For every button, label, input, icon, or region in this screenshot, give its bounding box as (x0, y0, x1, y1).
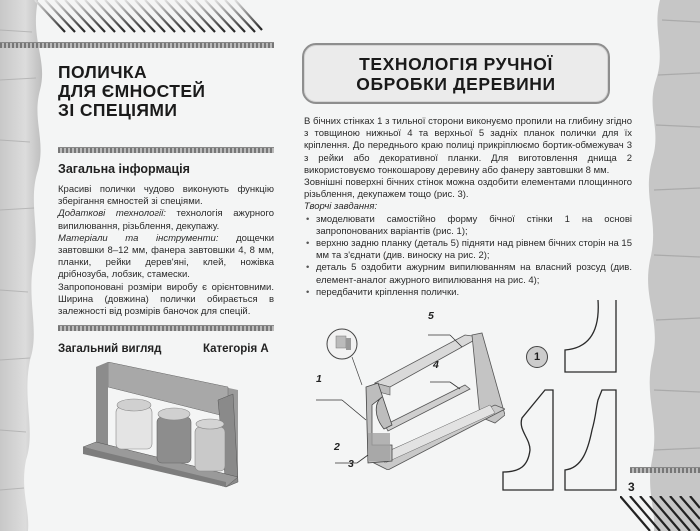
section-title-banner: ТЕХНОЛОГІЯ РУЧНОЇ ОБРОБКИ ДЕРЕВИНИ (302, 43, 610, 104)
part-label-2: 2 (334, 441, 340, 453)
part-label-3: 3 (348, 458, 354, 470)
tasks-list: змоделювати самостійно форму бічної стін… (304, 214, 632, 300)
task-item: передбачити кріплення полички. (304, 287, 632, 299)
figure-number-badge: 1 (526, 346, 548, 368)
title-line: ПОЛИЧКА (58, 62, 148, 82)
label: Матеріали та інструменти: (58, 232, 219, 244)
task-item: деталь 5 оздобити ажурним випилюванням н… (304, 262, 632, 286)
part-label-1: 1 (316, 373, 322, 385)
label: Додаткові технології: (58, 208, 166, 220)
paragraph: В бічних стінках 1 з тильної сторони вик… (304, 116, 632, 176)
text: дощечки завтовшки 8–12 мм, фанера завтов… (58, 232, 274, 281)
saw-divider (58, 325, 274, 331)
paragraph: Красиві полички чудово виконують функцію… (58, 184, 274, 208)
general-view-heading: Загальний вигляд (58, 343, 162, 355)
paragraph: Зовнішні поверхні бічних стінок можна оз… (304, 177, 632, 201)
wood-texture-left (0, 0, 43, 531)
decorative-hatching-bottom (620, 496, 700, 531)
shelf-with-jars-illustration (82, 362, 239, 488)
task-item: змоделювати самостійно форму бічної стін… (304, 214, 632, 238)
assembly-diagram (316, 328, 505, 470)
title-line: ДЛЯ ЄМНОСТЕЙ (58, 81, 206, 101)
saw-divider (58, 147, 274, 153)
decorative-hatching-top (34, 0, 263, 33)
category-label: Категорія А (203, 343, 269, 355)
paragraph: Матеріали та інструменти: дощечки завтов… (58, 233, 274, 282)
title-line: ОБРОБКИ ДЕРЕВИНИ (356, 73, 556, 94)
part-label-4: 4 (433, 359, 439, 371)
tasks-label: Творчі завдання: (304, 201, 378, 213)
paragraph: Запропоновані розміри виробу є орієнтовн… (58, 281, 274, 318)
page-number: 3 (628, 480, 635, 494)
saw-divider-bottom (630, 467, 700, 473)
title-line: ТЕХНОЛОГІЯ РУЧНОЇ (359, 53, 553, 74)
general-info-heading: Загальна інформація (58, 162, 190, 176)
instructions-text: В бічних стінках 1 з тильної сторони вик… (304, 116, 632, 299)
saw-divider-top (0, 42, 274, 48)
task-item: верхню задню планку (деталь 5) підняти н… (304, 238, 632, 262)
title-line: ЗІ СПЕЦІЯМИ (58, 100, 178, 120)
paragraph: Додаткові технології: технологія ажурног… (58, 208, 274, 232)
side-panel-profiles (502, 300, 617, 491)
part-label-5: 5 (428, 310, 434, 322)
page-title-left: ПОЛИЧКА ДЛЯ ЄМНОСТЕЙ ЗІ СПЕЦІЯМИ (58, 63, 205, 120)
general-info-text: Красиві полички чудово виконують функцію… (58, 184, 274, 318)
text: технологія ажурного випилювання, різьбле… (58, 208, 274, 232)
wood-texture-right (648, 0, 700, 531)
